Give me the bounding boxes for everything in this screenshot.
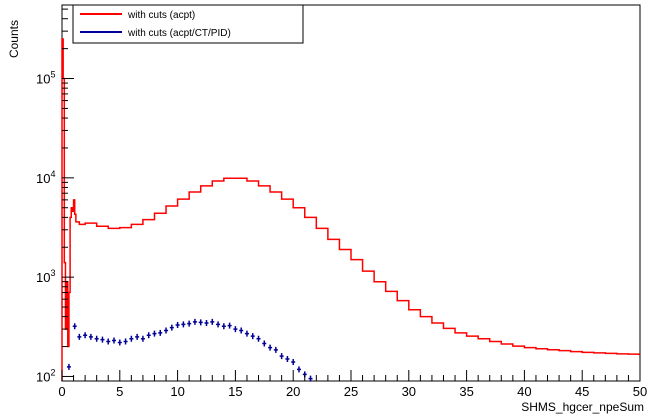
data-point bbox=[135, 333, 140, 340]
x-tick-label: 45 bbox=[575, 384, 589, 399]
data-point bbox=[164, 327, 169, 334]
data-point bbox=[210, 318, 215, 325]
x-tick-label: 35 bbox=[459, 384, 473, 399]
data-point bbox=[146, 332, 151, 339]
data-point bbox=[117, 339, 122, 346]
data-point bbox=[204, 320, 209, 327]
legend-box bbox=[72, 4, 304, 44]
axes: 0 5 10 15 20 25 30 35 40 45 50 102 103 104 105 bbox=[36, 8, 647, 399]
data-point bbox=[262, 340, 267, 347]
data-point bbox=[158, 329, 163, 336]
data-point bbox=[77, 333, 82, 340]
y-tick-label: 103 bbox=[36, 268, 55, 285]
data-point bbox=[296, 366, 301, 373]
data-point bbox=[244, 330, 249, 337]
y-tick-label: 102 bbox=[36, 367, 55, 384]
y-axis-title: Counts bbox=[7, 20, 21, 58]
data-point bbox=[181, 321, 186, 328]
data-point bbox=[112, 337, 117, 344]
series-acpt-ct-pid bbox=[66, 318, 313, 382]
data-point bbox=[83, 332, 88, 339]
x-tick-label: 25 bbox=[344, 384, 358, 399]
x-tick-label: 20 bbox=[286, 384, 300, 399]
data-point bbox=[72, 323, 77, 330]
data-point bbox=[123, 338, 128, 345]
x-tick-label: 15 bbox=[228, 384, 242, 399]
data-point bbox=[285, 355, 290, 362]
x-tick-label: 40 bbox=[517, 384, 531, 399]
data-point bbox=[239, 327, 244, 334]
legend-label-acpt-ct-pid: with cuts (acpt/CT/PID) bbox=[127, 28, 231, 39]
data-point bbox=[129, 335, 134, 342]
series-acpt bbox=[61, 38, 640, 381]
data-point bbox=[250, 333, 255, 340]
series-line-acpt bbox=[61, 38, 640, 381]
data-point bbox=[198, 319, 203, 326]
data-point bbox=[140, 335, 145, 342]
data-point bbox=[268, 344, 273, 351]
data-point bbox=[175, 321, 180, 328]
data-point bbox=[187, 320, 192, 327]
data-point bbox=[221, 323, 226, 330]
data-point bbox=[169, 324, 174, 331]
data-point bbox=[273, 346, 278, 353]
y-tick-label: 104 bbox=[36, 169, 55, 186]
y-tick-label: 105 bbox=[36, 70, 55, 87]
data-point bbox=[291, 358, 296, 365]
x-axis-title: SHMS_hgcer_npeSum bbox=[521, 400, 644, 414]
legend-label-acpt: with cuts (acpt) bbox=[127, 10, 195, 21]
data-point bbox=[233, 326, 238, 333]
x-tick-label: 10 bbox=[170, 384, 184, 399]
x-tick-label: 5 bbox=[116, 384, 123, 399]
data-point bbox=[88, 333, 93, 340]
x-tick-label: 0 bbox=[58, 384, 65, 399]
data-point bbox=[94, 335, 99, 342]
plot-frame bbox=[61, 4, 641, 382]
data-point bbox=[216, 321, 221, 328]
data-point bbox=[106, 338, 111, 345]
data-point bbox=[227, 322, 232, 329]
data-point bbox=[66, 363, 71, 370]
data-point bbox=[256, 335, 261, 342]
data-point bbox=[192, 318, 197, 325]
x-tick-label: 30 bbox=[402, 384, 416, 399]
data-point bbox=[308, 375, 313, 382]
x-tick-label: 50 bbox=[633, 384, 647, 399]
data-point bbox=[279, 353, 284, 360]
data-point bbox=[100, 336, 105, 343]
data-point bbox=[152, 330, 157, 337]
legend: with cuts (acpt) with cuts (acpt/CT/PID) bbox=[72, 4, 304, 44]
